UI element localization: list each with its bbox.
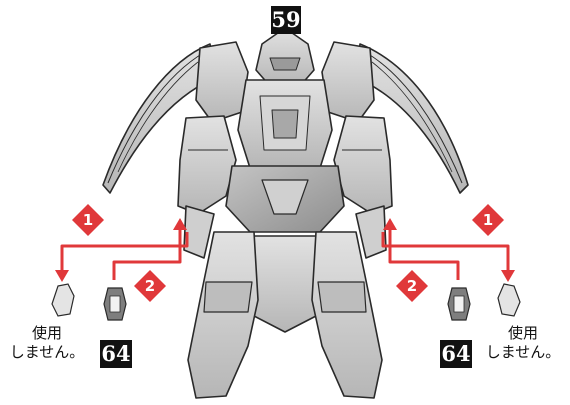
arrow-head-right-down	[501, 270, 515, 282]
step1-number-right: 1	[483, 211, 493, 229]
unused-note-left: 使用 しません。	[2, 324, 92, 362]
part-number-bottom-left: 64	[100, 340, 132, 368]
step1-line-left	[60, 232, 189, 272]
unused-hand-part-right	[497, 283, 521, 317]
unused-note-right: 使用 しません。	[478, 324, 568, 362]
right-arm	[333, 115, 393, 215]
unused-note-right-line2: しません。	[485, 343, 561, 361]
left-leg	[187, 231, 259, 399]
step2-badge-right	[396, 270, 428, 302]
right-wing	[355, 43, 469, 194]
step2-number-right: 2	[407, 277, 417, 295]
step2-number-left: 2	[145, 277, 155, 295]
step1-line-right	[381, 232, 510, 272]
unused-hand-part-left	[51, 283, 75, 317]
head	[255, 27, 315, 87]
right-shoulder	[321, 41, 375, 123]
part-number-bottom-right: 64	[440, 340, 472, 368]
unused-note-left-line2: しません。	[9, 343, 85, 361]
step1-badge-right	[472, 204, 504, 236]
unused-note-left-line1: 使用	[31, 324, 62, 342]
right-leg	[311, 231, 383, 399]
step2-line-left	[112, 226, 182, 280]
step2-line-right	[388, 226, 460, 280]
unused-note-right-line1: 使用	[507, 324, 538, 342]
front-skirt	[247, 235, 323, 333]
left-arm	[177, 115, 237, 215]
part-number-top: 59	[271, 6, 301, 34]
left-wing	[102, 43, 216, 194]
arrow-head-left-up	[173, 218, 187, 230]
left-shoulder	[195, 41, 249, 123]
arrow-head-right-up	[383, 218, 397, 230]
step2-badge-left	[134, 270, 166, 302]
arrow-head-left-down	[55, 270, 69, 282]
step1-badge-left	[72, 204, 104, 236]
step1-number-left: 1	[83, 211, 93, 229]
